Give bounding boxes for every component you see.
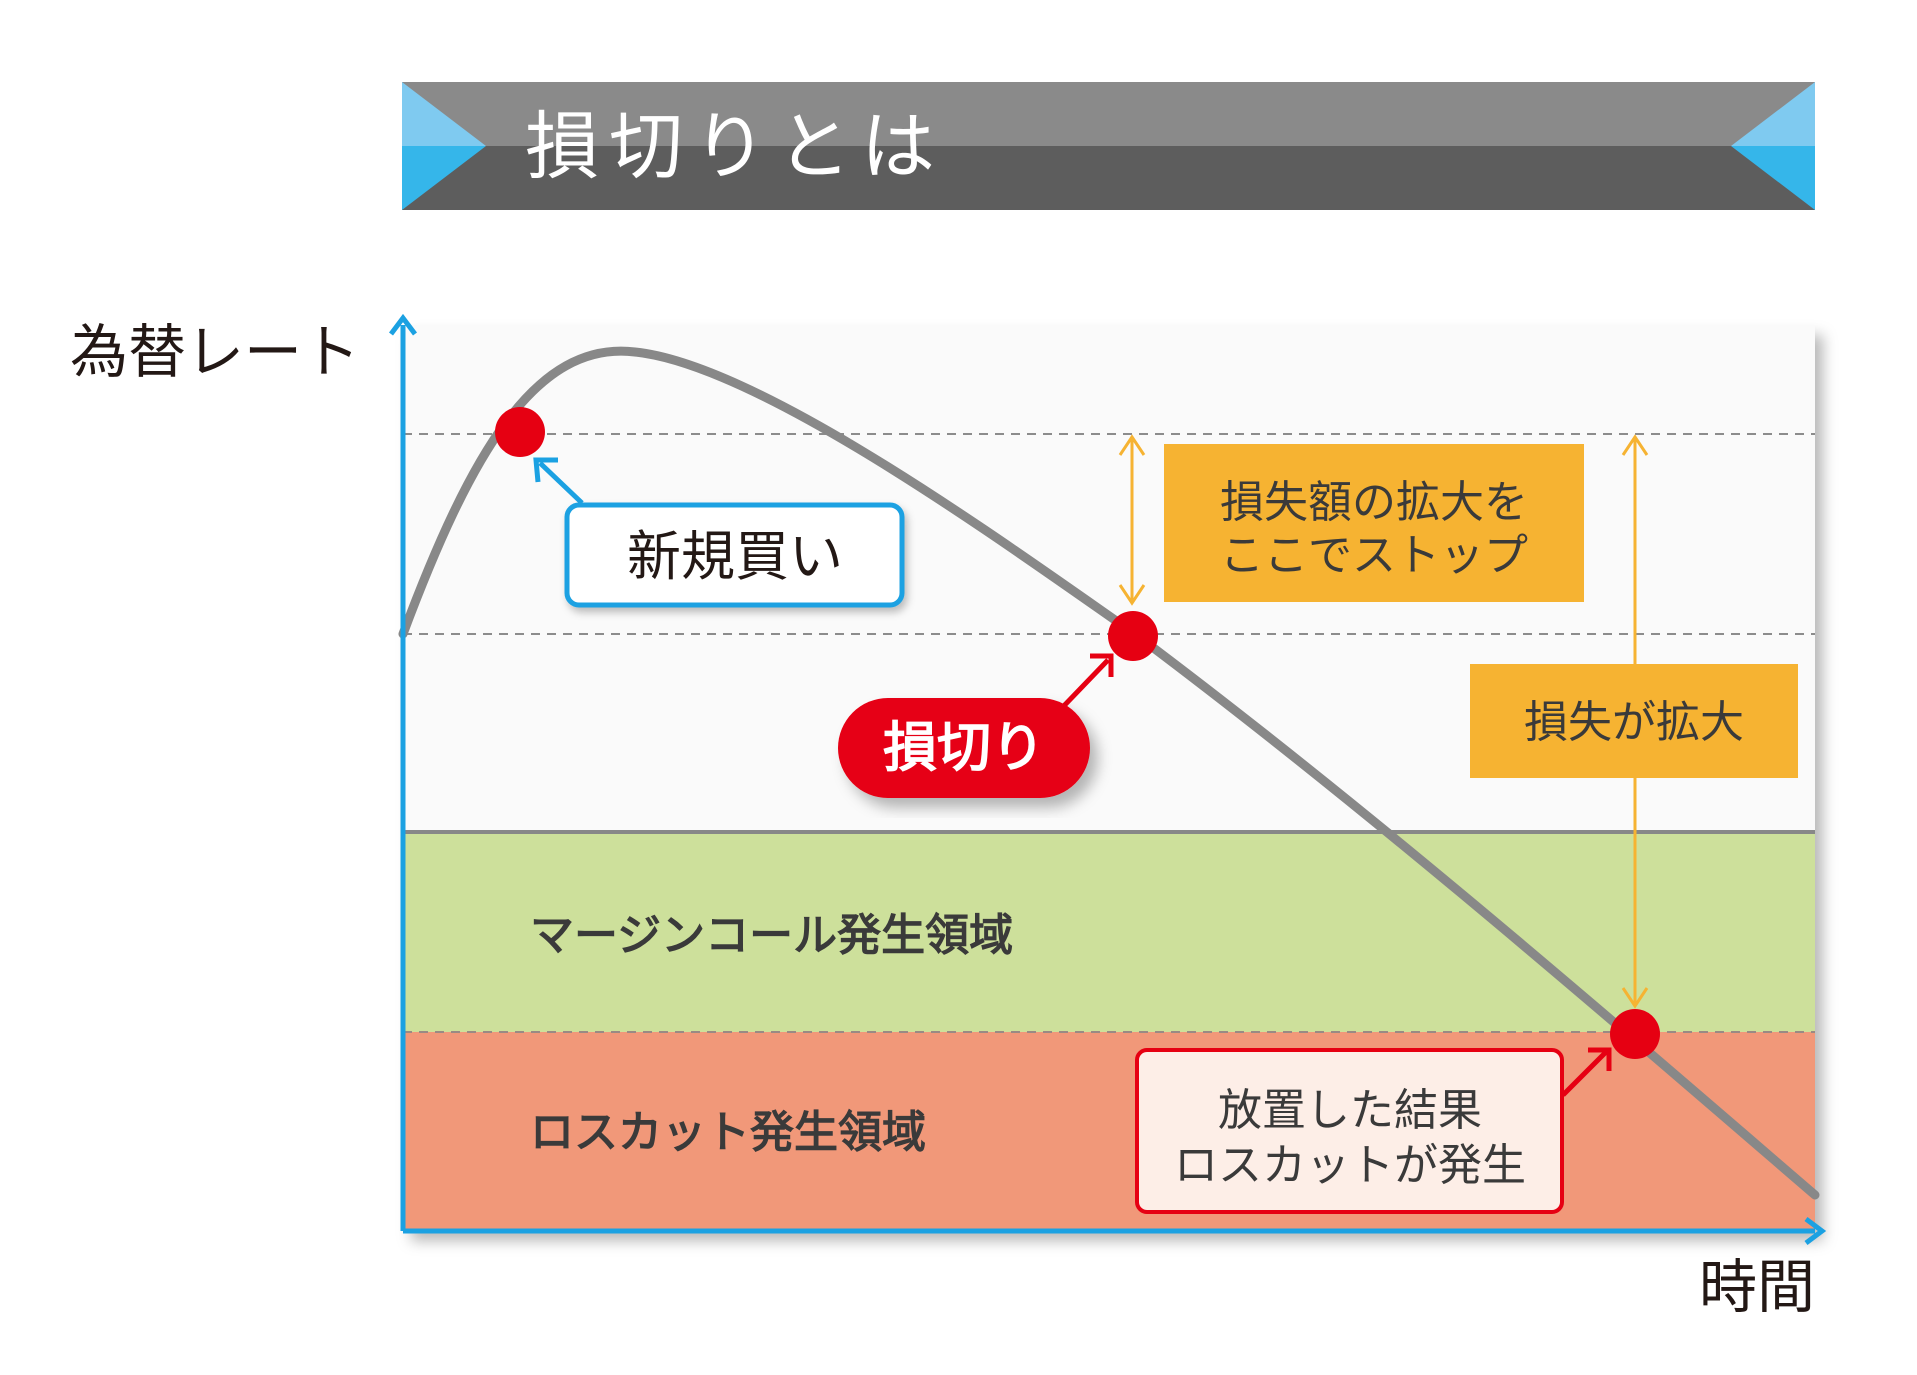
new-buy-label: 新規買い: [627, 525, 843, 588]
left-alone-callout: 放置した結果 ロスカットが発生: [1135, 1047, 1612, 1214]
title-banner: 損切りとは: [402, 82, 1815, 210]
stop-loss-pointer: [1056, 658, 1110, 714]
banner-band-lower: [402, 146, 1815, 210]
loss-cut-zone: [403, 1032, 1815, 1231]
loss-cut-zone-label: ロスカット発生領域: [530, 1107, 926, 1158]
banner-title: 損切りとは: [525, 104, 945, 190]
left-alone-box: [1135, 1048, 1564, 1214]
x-axis-arrowhead: [1804, 1217, 1827, 1245]
stop-loss-callout: 損切り: [838, 653, 1114, 798]
stop-here-callout: 損失額の拡大を ここでストップ: [1164, 444, 1584, 602]
stop-loss-pill: [838, 698, 1090, 798]
banner-band-upper: [402, 82, 1815, 146]
new-buy-callout: 新規買い: [533, 457, 905, 608]
stop-here-line-2: ここでストップ: [1220, 530, 1528, 581]
y-axis-label: 為替レート: [70, 318, 360, 386]
new-buy-point: [495, 407, 545, 457]
banner-right-arrow-top: [1731, 82, 1815, 146]
stop-here-line-1: 損失額の拡大を: [1220, 477, 1528, 528]
loss-grows-label: 損失が拡大: [1524, 697, 1744, 748]
banner-left-arrow-bottom: [402, 146, 486, 210]
left-alone-pointer-head: [1588, 1047, 1612, 1071]
stop-loss-point: [1108, 611, 1158, 661]
stop-here-box: [1164, 444, 1584, 602]
x-axis-label: 時間: [1699, 1253, 1815, 1321]
left-alone-line-1: 放置した結果: [1218, 1085, 1482, 1136]
new-buy-pointer: [538, 461, 584, 505]
banner-left-arrow-top: [402, 82, 486, 146]
loss-grows-callout: 損失が拡大: [1470, 664, 1798, 778]
stop-loss-pointer-head: [1090, 653, 1114, 677]
margin-call-zone-label: マージンコール発生領域: [530, 910, 1013, 961]
loss-cut-point: [1610, 1009, 1660, 1059]
left-alone-line-2: ロスカットが発生: [1174, 1140, 1526, 1191]
loss-grows-box: [1470, 664, 1798, 778]
y-axis-arrowhead: [389, 313, 417, 336]
new-buy-box: [564, 502, 905, 608]
left-alone-pointer: [1561, 1050, 1608, 1097]
stop-range-arrow: [1118, 434, 1146, 606]
stop-loss-label: 損切り: [883, 716, 1045, 779]
axes: [389, 313, 1827, 1245]
banner-right-arrow-bottom: [1731, 146, 1815, 210]
new-buy-pointer-head: [533, 457, 558, 483]
exchange-rate-curve: [398, 346, 1820, 1200]
